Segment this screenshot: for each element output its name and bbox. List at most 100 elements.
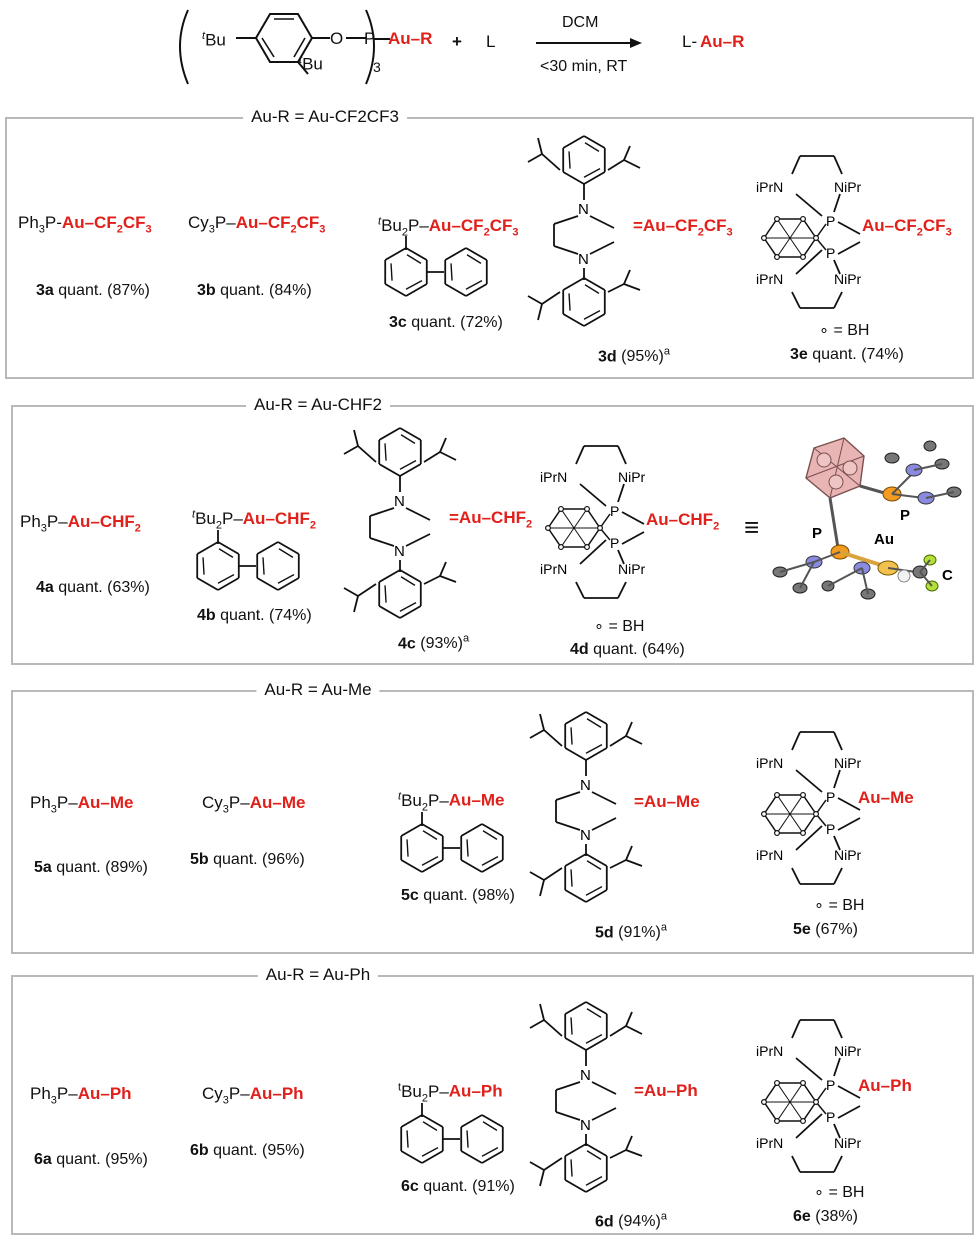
nhc-n-bottom: N [394, 543, 405, 560]
reaction-arrow [536, 38, 642, 48]
n-ipr-bottom-right: NiPr [834, 1135, 862, 1151]
p-atom-top: P [826, 1077, 835, 1093]
bh-vertex [774, 215, 781, 222]
compound-3e-group: Au–CF2CF3 [862, 216, 952, 239]
bh-vertex [760, 1098, 768, 1105]
panel-title: Au-R = Au-Ph [257, 965, 379, 985]
compound-4d-group: Au–CHF2 [646, 510, 720, 533]
bh-legend-4d: ∘ = BH [594, 618, 645, 635]
compound-6c-label: 6c quant. (91%) [401, 1178, 515, 1195]
p-au-bond [374, 38, 390, 40]
nhc-n-top: N [578, 201, 589, 218]
p-atom-top: P [826, 213, 835, 229]
panel-me [11, 690, 974, 954]
n-ipr-bottom-right: NiPr [834, 847, 862, 863]
compound-6e-label: 6e (38%) [793, 1208, 858, 1225]
compound-3c-label: 3c quant. (72%) [389, 314, 503, 331]
n-ipr-top-right: NiPr [834, 755, 862, 771]
biphenyl-4b [196, 530, 300, 591]
bh-vertex [774, 791, 781, 798]
compound-5e-group: Au–Me [858, 788, 914, 807]
panel-title: Au-R = Au-CHF2 [245, 395, 391, 415]
biphenyl-3c [384, 236, 488, 297]
compound-6d-label: 6d (94%)a [595, 1211, 667, 1231]
bh-vertex [799, 830, 806, 837]
compound-6a-formula: Ph3P–Au–Ph [30, 1084, 132, 1107]
ipr-n-bottom-left: iPrN [756, 1135, 783, 1151]
nhc-5d: NN [529, 711, 643, 903]
compound-5c-formula: tBu2P–Au–Me [398, 790, 505, 814]
bh-vertex [812, 810, 819, 817]
nhc-n-bottom: N [580, 827, 591, 844]
ipr-n-top-left: iPrN [756, 755, 783, 771]
tbu-label-bottom: tBu [299, 54, 323, 74]
carborane-cage-thermal-ellipsoids [805, 437, 865, 499]
tbu-label-left: tBu [202, 30, 226, 50]
equivalence-symbol: ≡ [744, 512, 760, 542]
nhc-n-bottom: N [580, 1117, 591, 1134]
bh-vertex [583, 544, 590, 551]
product-au-r: Au–R [700, 32, 745, 51]
nhc-4c: NN [343, 427, 457, 619]
nhc-3d: NN [527, 135, 641, 327]
biphenyl-5c [400, 812, 504, 873]
compound-4d-label: 4d quant. (64%) [570, 641, 685, 658]
compound-3a-formula: Ph3P-Au–CF2CF3 [18, 213, 152, 236]
bh-legend-3e: ∘ = BH [819, 322, 870, 339]
ipr-n-bottom-left: iPrN [756, 847, 783, 863]
bh-vertex [799, 791, 806, 798]
compound-3d-group: =Au–CF2CF3 [633, 216, 733, 239]
xray-structure-image: P P Au C [772, 437, 962, 600]
biphenyl-6c [400, 1103, 504, 1164]
compound-3e-label: 3e quant. (74%) [790, 346, 904, 363]
bh-vertex [558, 544, 565, 551]
bh-vertex [774, 830, 781, 837]
panel-title: Au-R = Au-Me [256, 680, 380, 700]
bh-legend-5e: ∘ = BH [814, 897, 865, 914]
compound-5a-formula: Ph3P–Au–Me [30, 793, 134, 816]
ipr-n-bottom-left: iPrN [756, 271, 783, 287]
ipr-n-top-left: iPrN [540, 469, 567, 485]
bh-vertex [760, 810, 768, 817]
bh-vertex [596, 524, 603, 531]
bh-vertex [812, 1098, 819, 1105]
p-atom-top: P [610, 503, 619, 519]
compound-5e-label: 5e (67%) [793, 921, 858, 938]
compound-4b-label: 4b quant. (74%) [197, 607, 312, 624]
bh-vertex [558, 505, 565, 512]
compound-4c-group: =Au–CHF2 [449, 508, 533, 531]
nhc-n-top: N [580, 1067, 591, 1084]
compound-3b-label: 3b quant. (84%) [197, 282, 312, 299]
compound-3a-label: 3a quant. (87%) [36, 282, 150, 299]
p-atom-bottom: P [826, 1109, 835, 1125]
n-ipr-top-right: NiPr [834, 179, 862, 195]
compound-4b-formula: tBu2P–Au–CHF2 [192, 508, 316, 532]
compound-5c-label: 5c quant. (98%) [401, 887, 515, 904]
panel-title: Au-R = Au-CF2CF3 [243, 107, 407, 127]
compound-6b-label: 6b quant. (95%) [190, 1142, 305, 1159]
compound-6d-group: =Au–Ph [634, 1081, 698, 1100]
xray-label-p-top: P [900, 507, 910, 524]
compound-3d-label: 3d (95%)a [598, 346, 670, 366]
xray-label-au: Au [874, 531, 894, 548]
phosphite-o: O [330, 29, 344, 48]
panel-cf2cf3 [5, 117, 974, 379]
bh-vertex [583, 505, 590, 512]
phosphite-p: P [364, 29, 376, 48]
compound-3c-formula: tBu2P–Au–CF2CF3 [378, 215, 519, 239]
p-atom-bottom: P [826, 821, 835, 837]
n-ipr-top-right: NiPr [618, 469, 646, 485]
compound-4a-formula: Ph3P–Au–CHF2 [20, 512, 141, 535]
compound-5b-label: 5b quant. (96%) [190, 851, 305, 868]
compound-6b-formula: Cy3P–Au–Ph [202, 1084, 304, 1107]
bh-vertex [760, 234, 768, 241]
compound-6c-formula: tBu2P–Au–Ph [398, 1081, 503, 1105]
aryl-phosphite-structure [179, 9, 375, 85]
subscript-3: 3 [373, 59, 381, 75]
n-ipr-top-right: NiPr [834, 1043, 862, 1059]
solvent-label: DCM [562, 14, 599, 31]
nhc-n-bottom: N [578, 251, 589, 268]
bh-vertex [774, 254, 781, 261]
compound-5d-group: =Au–Me [634, 792, 700, 811]
